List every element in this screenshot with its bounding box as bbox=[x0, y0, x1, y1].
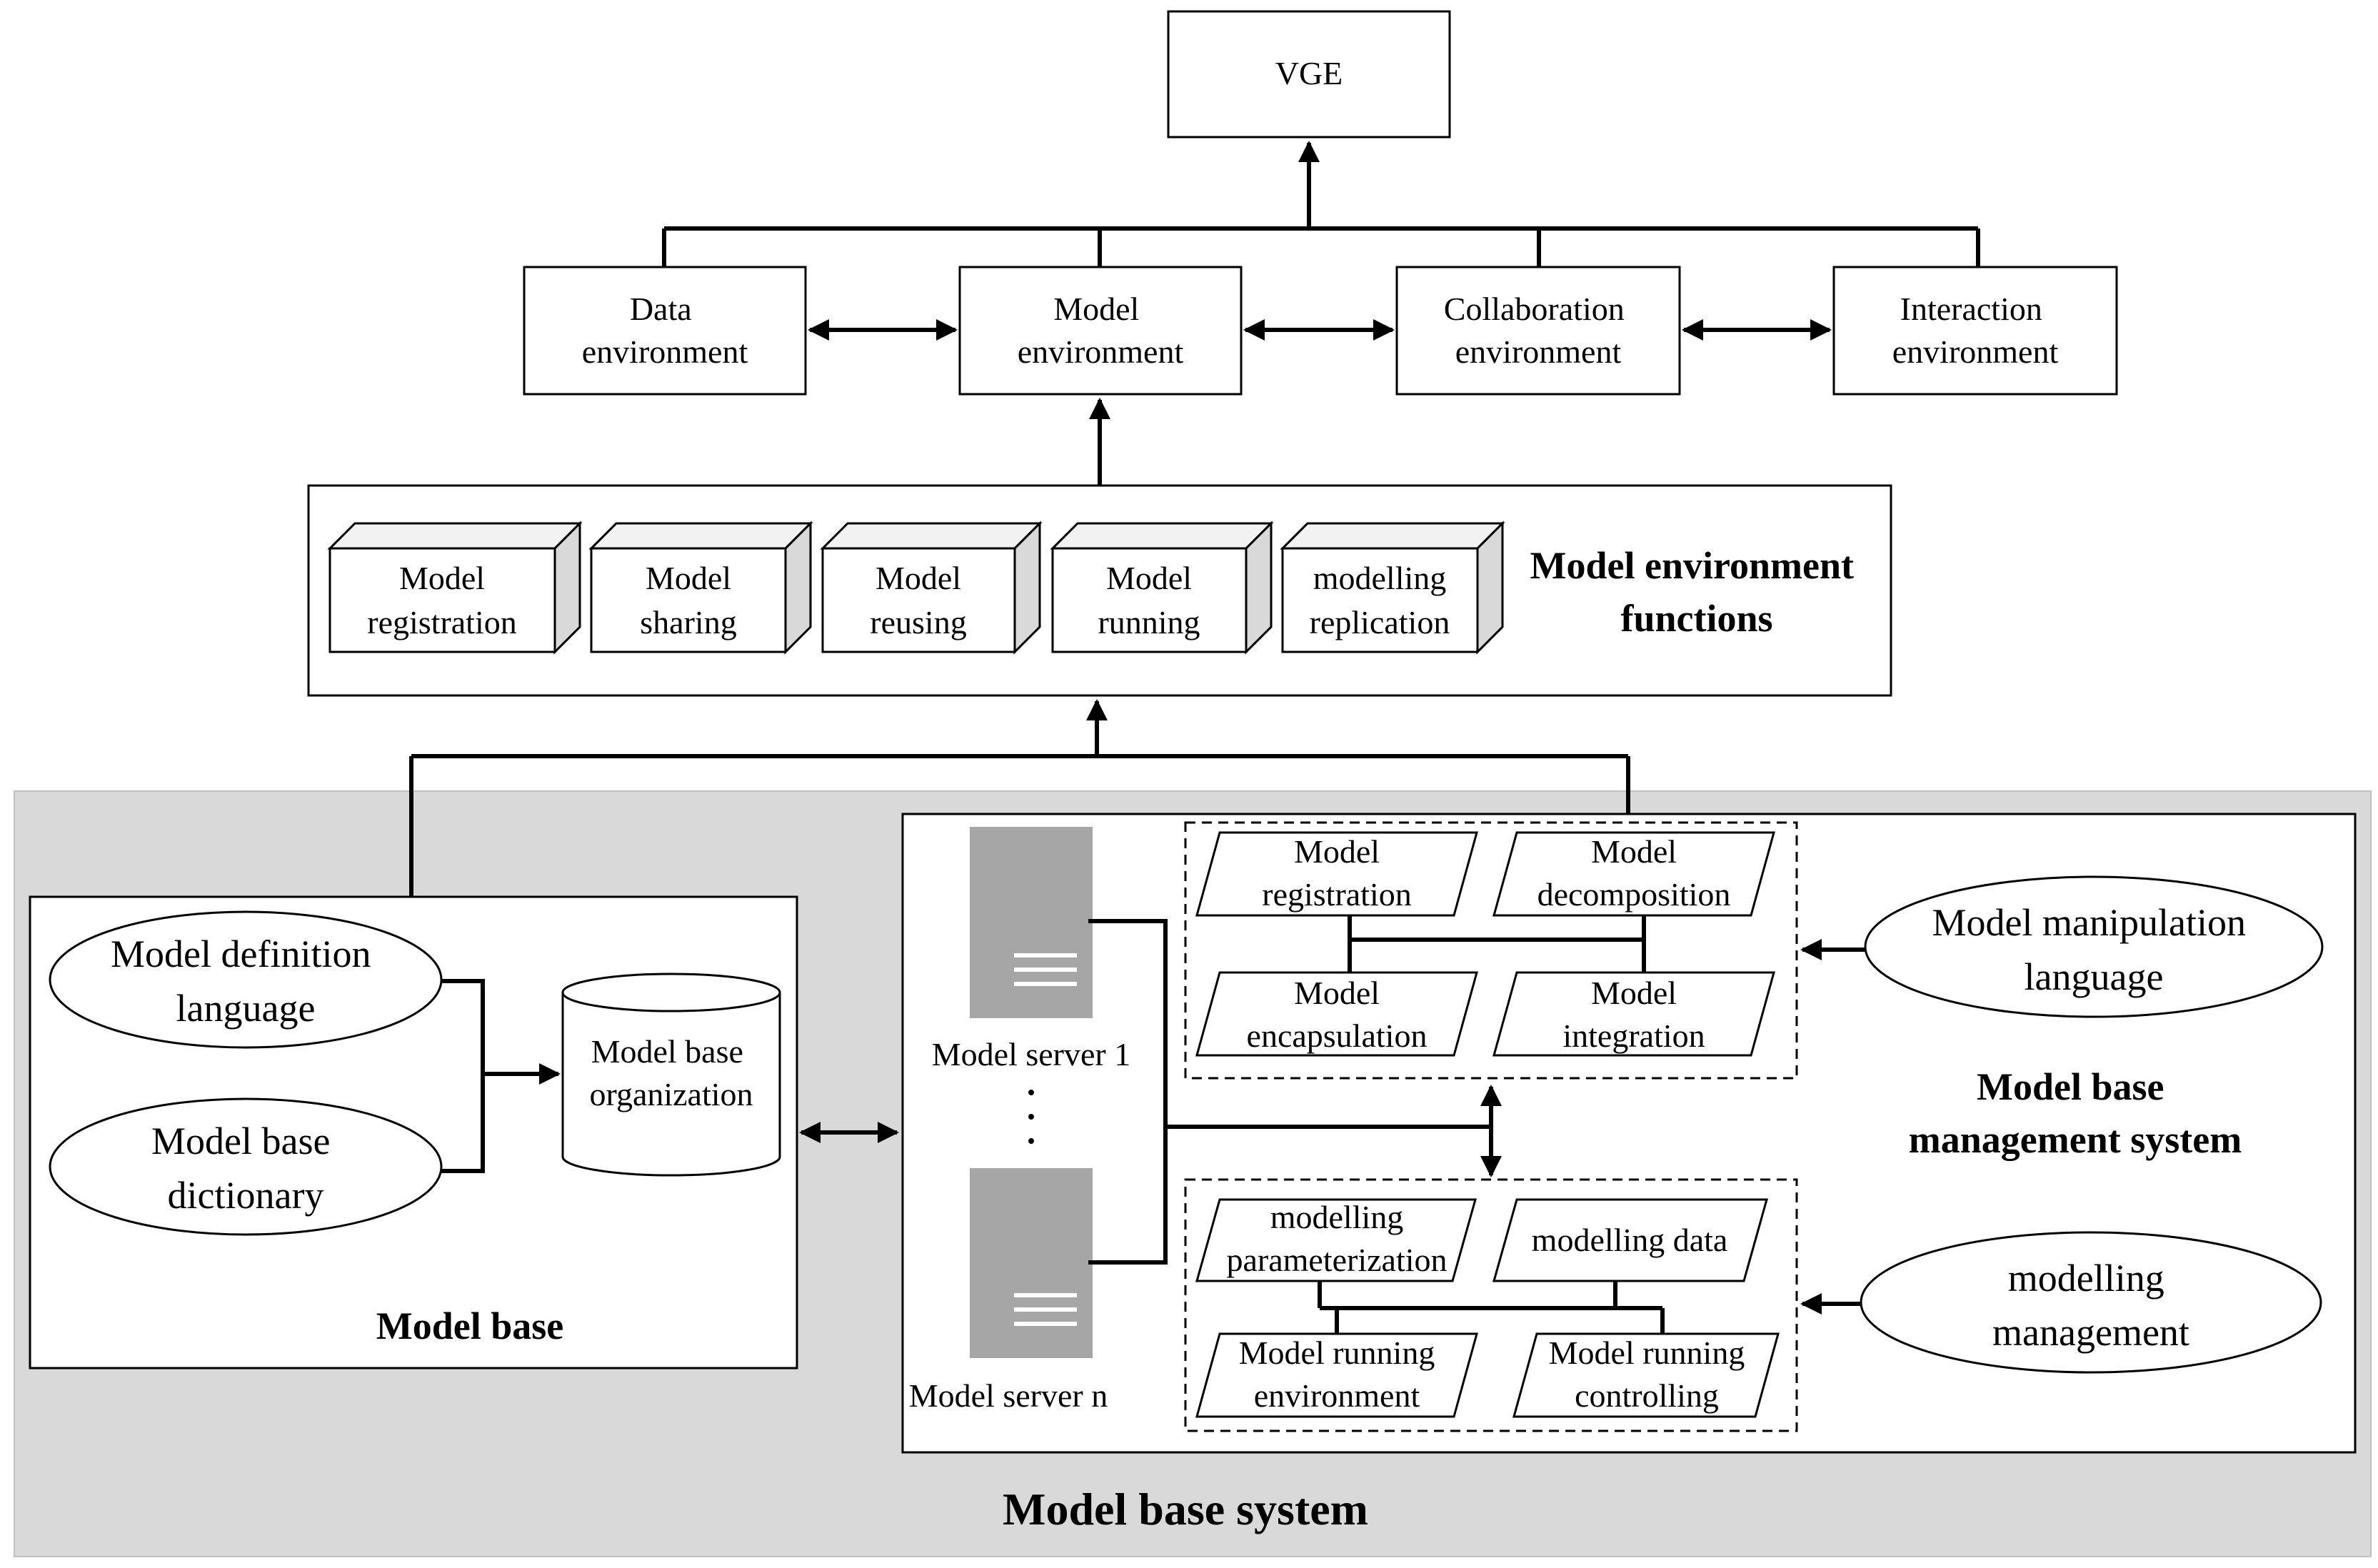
op-modelling-data-label: modelling data bbox=[1532, 1222, 1728, 1258]
model-environment-box bbox=[958, 266, 1243, 396]
collaboration-environment-box bbox=[1395, 266, 1681, 396]
model-base-organization-cylinder bbox=[561, 973, 781, 1177]
mbms-title: Model base management system bbox=[1909, 1065, 2242, 1161]
model-server-n-label: Model server n bbox=[909, 1377, 1108, 1414]
server-1-connector bbox=[1088, 919, 1168, 1265]
model-manipulation-language-ellipse bbox=[1864, 875, 2324, 1018]
model-manipulation-language-label: Model manipulation language bbox=[1932, 901, 2256, 998]
model-environment-label: Model environment bbox=[1018, 291, 1184, 370]
vge-box bbox=[1167, 10, 1451, 139]
op-model-integration bbox=[1492, 971, 1775, 1057]
op-model-registration bbox=[1195, 831, 1478, 917]
op-model-decomposition bbox=[1492, 831, 1775, 917]
model-server-1-icon bbox=[970, 827, 1093, 1018]
interaction-environment-box bbox=[1832, 266, 2118, 396]
op-model-running-environment bbox=[1195, 1332, 1478, 1418]
interaction-environment-label: Interaction environment bbox=[1892, 291, 2059, 370]
ellipsis-dots bbox=[1028, 1090, 1034, 1144]
vge-label: VGE bbox=[1275, 55, 1343, 91]
functions-title: Model environment functions bbox=[1530, 544, 1864, 640]
model-server-n-icon bbox=[970, 1168, 1093, 1358]
model-base-title: Model base bbox=[376, 1305, 564, 1347]
data-environment-box bbox=[523, 266, 807, 396]
collaboration-environment-label: Collaboration environment bbox=[1444, 291, 1632, 370]
model-base-system-title: Model base system bbox=[1003, 1484, 1368, 1534]
upper-operations-group bbox=[1184, 821, 1798, 1080]
op-modelling-data bbox=[1492, 1198, 1768, 1282]
model-server-1-label: Model server 1 bbox=[932, 1036, 1130, 1072]
data-environment-label: Data environment bbox=[582, 291, 748, 370]
model-base-organization-label: Model base organization bbox=[589, 1033, 753, 1112]
op-model-encapsulation bbox=[1195, 971, 1478, 1057]
modelling-management-label: modelling management bbox=[1992, 1257, 2189, 1354]
model-definition-language-label: Model definition language bbox=[111, 933, 381, 1030]
model-base-dictionary-ellipse bbox=[49, 1097, 443, 1236]
lower-operations-group bbox=[1184, 1178, 1798, 1432]
model-base-dictionary-label: Model base dictionary bbox=[151, 1120, 340, 1217]
op-modelling-parameterization bbox=[1195, 1198, 1477, 1282]
op-model-running-controlling bbox=[1512, 1332, 1780, 1418]
